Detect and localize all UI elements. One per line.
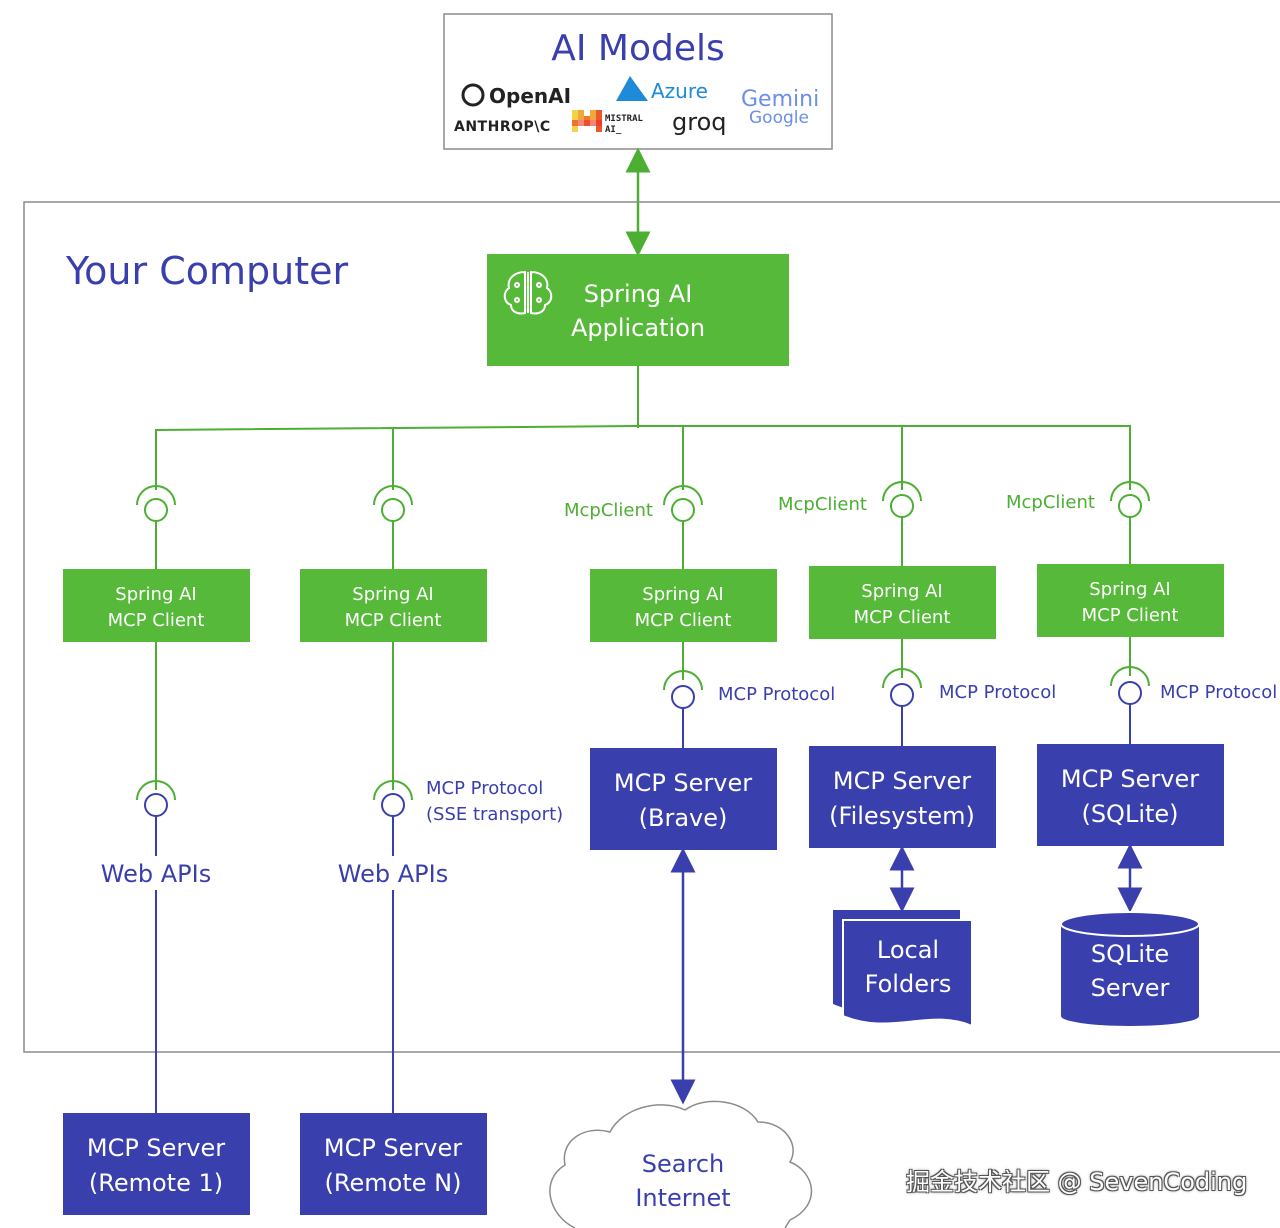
sse-protocol-line1: MCP Protocol — [426, 778, 543, 799]
client-5-line2: MCP Client — [1082, 605, 1179, 626]
client-connectors — [155, 366, 1131, 490]
sqlite-socket — [1110, 637, 1150, 744]
mcp-client-4: Spring AI MCP Client — [809, 566, 996, 639]
your-computer-boundary — [23, 201, 1280, 1053]
sqlite-server-line1: SQLite — [1091, 940, 1169, 968]
server-remote1-line1: MCP Server — [87, 1134, 225, 1162]
server-sqlite-line2: (SQLite) — [1081, 800, 1178, 828]
internet-line1: Search — [642, 1150, 724, 1178]
web-socket-1 — [136, 780, 176, 856]
socket-2 — [373, 485, 413, 570]
mistral-label-line2: AI_ — [605, 125, 622, 135]
web-socket-2 — [373, 780, 413, 856]
local-folders: Local Folders — [833, 910, 973, 1028]
socket-5 — [1110, 481, 1150, 565]
server-remoteN-line1: MCP Server — [324, 1134, 462, 1162]
azure-label: Azure — [651, 79, 708, 103]
socket-4 — [882, 481, 922, 567]
client-3-line2: MCP Client — [635, 610, 732, 631]
filesystem-protocol-label: MCP Protocol — [939, 682, 1056, 703]
mcp-server-remote-n: MCP Server (Remote N) — [300, 1113, 487, 1215]
search-internet-cloud: Search Internet — [549, 1100, 813, 1228]
app-label-line2: Application — [571, 314, 705, 342]
remote-client-links — [136, 642, 413, 1113]
gemini-google-logo: Gemini Google — [741, 87, 819, 128]
gemini-label: Gemini — [741, 87, 819, 112]
mcp-client-2: Spring AI MCP Client — [300, 569, 487, 642]
ai-models-title: AI Models — [551, 28, 725, 69]
internet-line2: Internet — [635, 1184, 730, 1212]
client-1-line2: MCP Client — [108, 610, 205, 631]
watermark: 掘金技术社区 @ SevenCoding — [906, 1168, 1248, 1196]
brave-socket — [663, 642, 703, 748]
mcp-client-3: Spring AI MCP Client — [590, 569, 777, 642]
mcp-server-sqlite: MCP Server (SQLite) — [1037, 744, 1224, 846]
server-sockets — [663, 637, 1150, 748]
server-remoteN-line2: (Remote N) — [325, 1169, 462, 1197]
brain-icon — [503, 270, 553, 315]
spring-ai-application: Spring AI Application — [487, 254, 789, 366]
mcp-client-5: Spring AI MCP Client — [1037, 564, 1224, 637]
local-folders-line1: Local — [877, 936, 939, 964]
your-computer-title: Your Computer — [65, 249, 348, 293]
sqlite-server-db: SQLite Server — [1060, 911, 1200, 1026]
ai-models-box: AI Models OpenAI Azure Gemini Google ANT… — [443, 13, 833, 150]
mcp-server-brave: MCP Server (Brave) — [590, 748, 777, 850]
server-brave-line2: (Brave) — [639, 804, 728, 832]
client-2-line2: MCP Client — [345, 610, 442, 631]
socket-1 — [136, 485, 176, 570]
mcpclient-label-4: McpClient — [778, 494, 867, 515]
sse-protocol-line2: (SSE transport) — [426, 804, 563, 825]
mistral-label-line1: MISTRAL — [605, 114, 644, 124]
app-label-line1: Spring AI — [584, 280, 693, 308]
mcp-server-filesystem: MCP Server (Filesystem) — [809, 746, 996, 848]
client-4-line2: MCP Client — [854, 607, 951, 628]
mcp-server-remote-1: MCP Server (Remote 1) — [63, 1113, 250, 1215]
client-2-line1: Spring AI — [352, 584, 433, 605]
server-filesystem-line2: (Filesystem) — [829, 802, 975, 830]
client-4-line1: Spring AI — [861, 581, 942, 602]
server-sqlite-line1: MCP Server — [1061, 765, 1199, 793]
openai-logo: OpenAI — [461, 83, 571, 108]
filesystem-socket — [882, 639, 922, 746]
web-apis-label-1: Web APIs — [101, 860, 211, 888]
mistral-logo: MISTRAL AI_ — [572, 110, 644, 135]
azure-icon — [616, 76, 648, 101]
google-label: Google — [749, 108, 809, 128]
server-filesystem-line1: MCP Server — [833, 767, 971, 795]
mcpclient-label-5: McpClient — [1006, 492, 1095, 513]
sqlite-protocol-label: MCP Protocol — [1160, 682, 1277, 703]
server-remote1-line2: (Remote 1) — [89, 1169, 223, 1197]
web-apis-label-2: Web APIs — [338, 860, 448, 888]
server-brave-line1: MCP Server — [614, 769, 752, 797]
brave-protocol-label: MCP Protocol — [718, 684, 835, 705]
socket-3 — [663, 485, 703, 570]
mistral-icon — [572, 110, 602, 132]
mcpclient-label-3: McpClient — [564, 500, 653, 521]
client-sockets — [136, 481, 1150, 570]
client-3-line1: Spring AI — [642, 584, 723, 605]
local-folders-line2: Folders — [865, 970, 952, 998]
openai-icon — [461, 83, 485, 107]
client-1-line1: Spring AI — [115, 584, 196, 605]
client-5-line1: Spring AI — [1089, 579, 1170, 600]
openai-label: OpenAI — [489, 84, 571, 108]
anthropic-label: ANTHROP\C — [454, 119, 551, 135]
mcp-client-1: Spring AI MCP Client — [63, 569, 250, 642]
azure-logo: Azure — [616, 76, 708, 103]
sqlite-server-line2: Server — [1091, 974, 1170, 1002]
groq-label: groq — [672, 108, 727, 136]
